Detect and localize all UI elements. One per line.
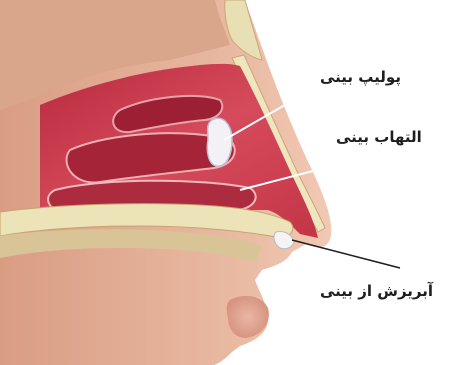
nasal-polyp <box>207 118 232 166</box>
rhinitis-label: التهاب بینی <box>336 128 422 146</box>
nasal-polyp-label: پولیپ بینی <box>320 68 401 86</box>
discharge-leader-line <box>292 240 400 268</box>
nasal-discharge-label: آبریزش از بینی <box>320 282 433 300</box>
